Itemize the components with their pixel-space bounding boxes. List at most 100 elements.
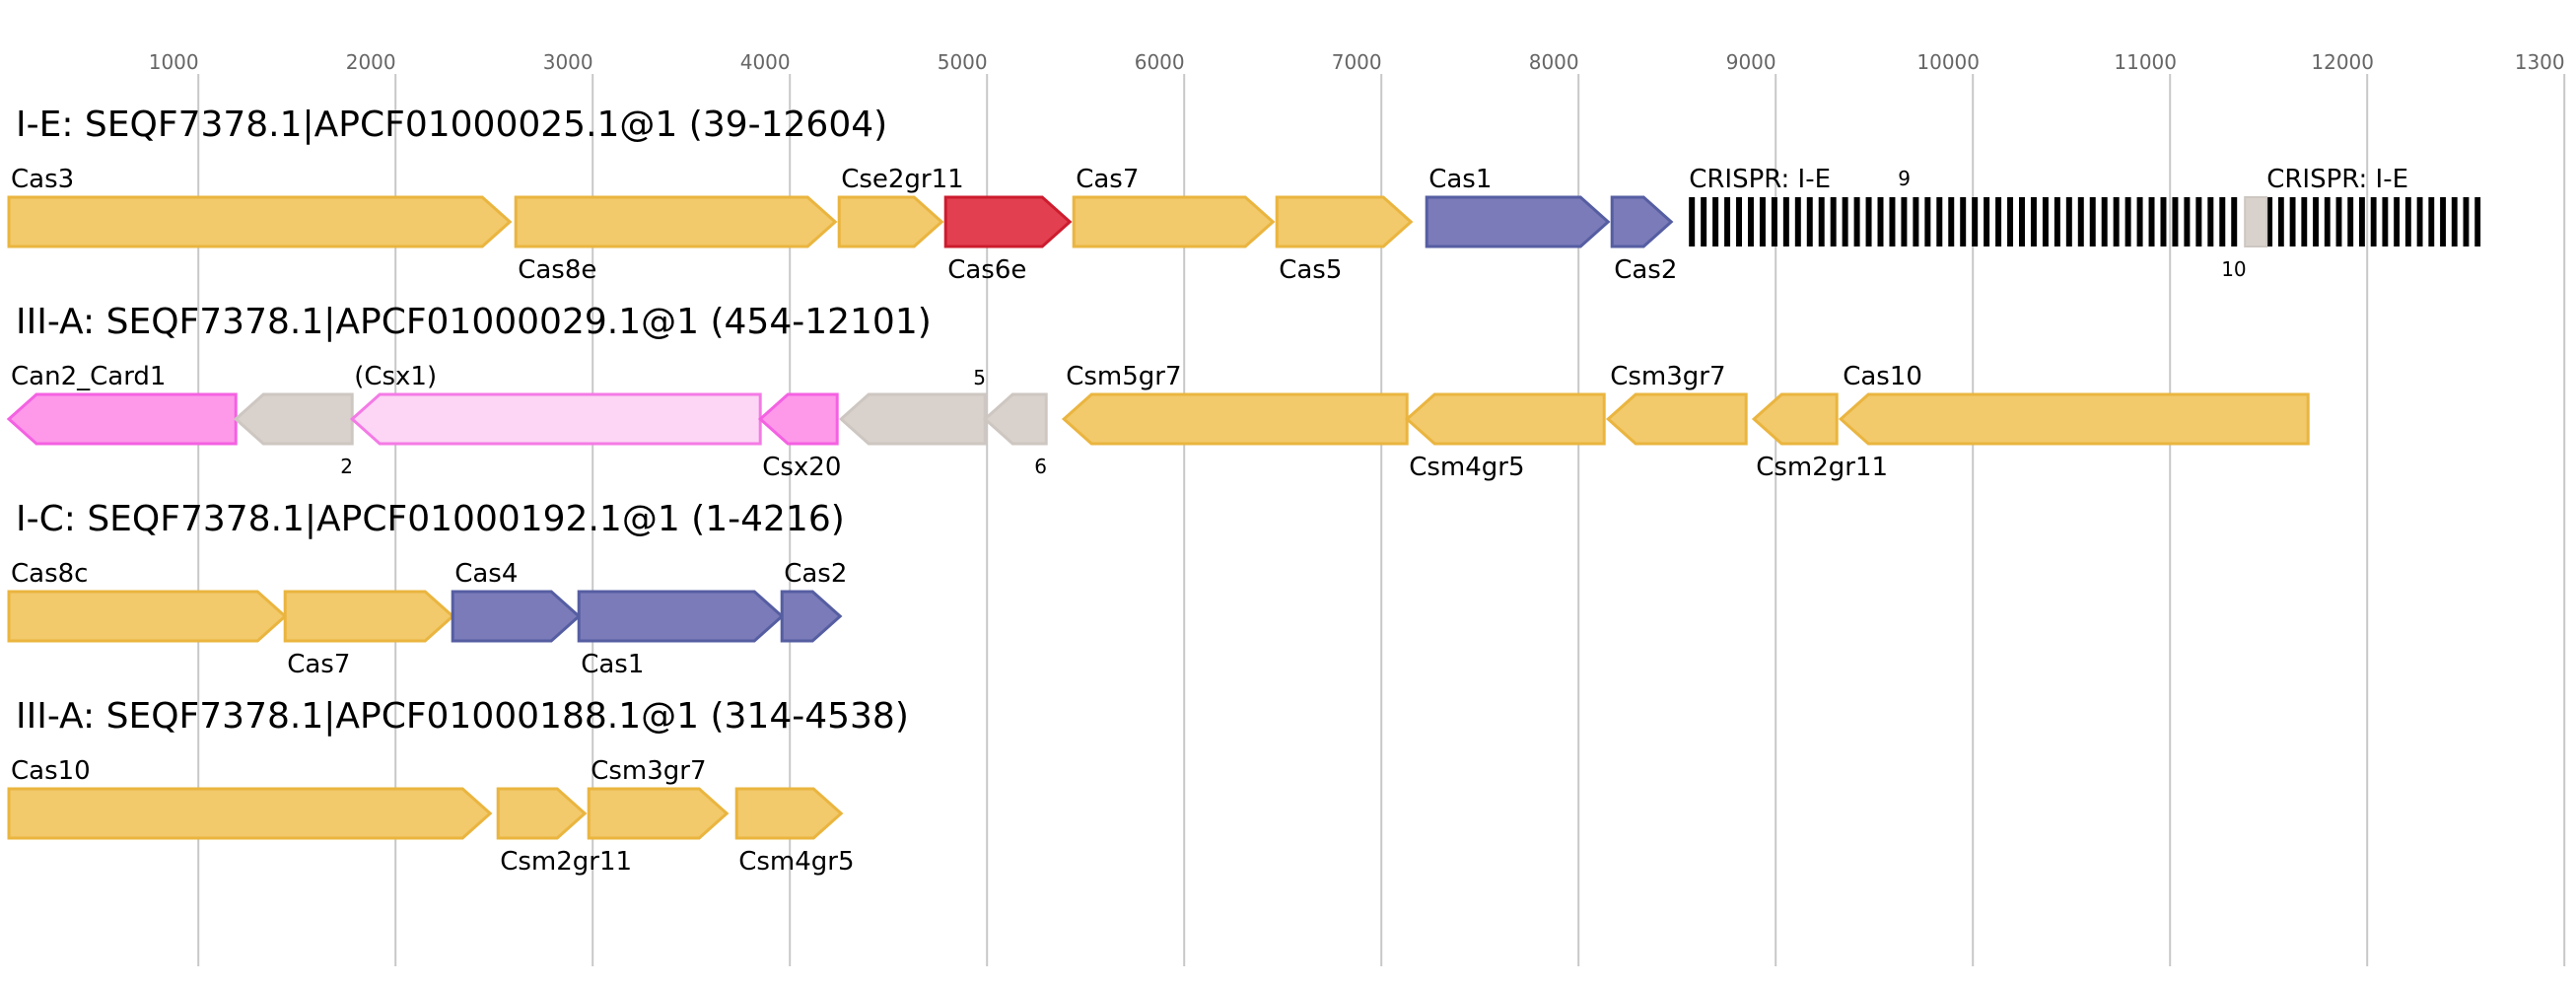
gene-arrow[interactable] [1751, 392, 1839, 446]
gene-arrow[interactable] [587, 787, 730, 840]
crispr-repeat [2042, 197, 2049, 246]
crispr-repeat [1936, 197, 1943, 246]
gene-label: Cas2 [1614, 255, 1677, 285]
crispr-repeat [1901, 197, 1908, 246]
gene-arrow[interactable] [780, 590, 843, 643]
track: III-A: SEQF7378.1|APCF01000188.1@1 (314-… [7, 696, 909, 877]
gene-label: Can2_Card1 [11, 362, 166, 391]
crispr-repeat [2019, 197, 2025, 246]
crispr-repeat [2065, 197, 2072, 246]
crispr-repeat [2030, 197, 2037, 246]
gene-label: 5 [973, 366, 986, 389]
gene-arrow[interactable] [577, 590, 785, 643]
crispr-repeat [2301, 197, 2308, 246]
crispr-repeat [1794, 197, 1801, 246]
axis-tick-label: 3000 [543, 50, 593, 74]
axis-tick-label: 6000 [1135, 50, 1185, 74]
crispr-repeat [2416, 197, 2423, 246]
gene-label: Cas8c [11, 559, 88, 589]
gene-arrow[interactable] [514, 195, 838, 248]
crispr-repeat [1853, 197, 1860, 246]
gene-arrow[interactable] [283, 590, 455, 643]
crispr-repeat [1924, 197, 1931, 246]
gene-label: Cas2 [784, 559, 847, 589]
axis-tick-label: 2000 [346, 50, 396, 74]
crispr-repeat [2172, 197, 2179, 246]
crispr-repeat [2136, 197, 2143, 246]
gene-arrow[interactable] [1404, 392, 1606, 446]
gene-label: Cas1 [581, 650, 644, 679]
crispr-repeat [2195, 197, 2202, 246]
gene-label: Cas6e [947, 255, 1026, 285]
gene-arrow[interactable] [7, 195, 513, 248]
gene-arrow[interactable] [757, 392, 839, 446]
gene-arrow[interactable] [349, 392, 762, 446]
gene-arrow[interactable] [6, 392, 238, 446]
crispr-repeat [2231, 197, 2238, 246]
gene-label: Cse2gr11 [841, 165, 964, 194]
track-title: I-E: SEQF7378.1|APCF01000025.1@1 (39-126… [16, 105, 887, 145]
crispr-repeat [1818, 197, 1825, 246]
gene-arrow[interactable] [1838, 392, 2310, 446]
crispr-repeat [2207, 197, 2214, 246]
feature-number-label: 10 [2221, 257, 2246, 281]
axis-tick-label: 4000 [740, 50, 791, 74]
gene-label: Cas1 [1428, 165, 1492, 194]
crispr-repeat [2347, 197, 2354, 246]
gene-arrow[interactable] [7, 787, 493, 840]
crispr-repeat [2077, 197, 2084, 246]
crispr-repeat [2474, 197, 2481, 246]
gene-arrow[interactable] [1425, 195, 1611, 248]
small-feature[interactable] [2244, 196, 2268, 247]
gene-arrow[interactable] [451, 590, 582, 643]
gene-arrow[interactable] [233, 392, 354, 446]
gene-arrow[interactable] [1072, 195, 1276, 248]
crispr-repeat [1984, 197, 1990, 246]
crispr-repeat [2382, 197, 2389, 246]
crispr-array[interactable] [2266, 197, 2481, 246]
gene-arrow[interactable] [1605, 392, 1748, 446]
gene-arrow[interactable] [1610, 195, 1674, 248]
axis-tick-label: 5000 [938, 50, 988, 74]
gene-arrow[interactable] [496, 787, 588, 840]
gene-arrow[interactable] [943, 195, 1073, 248]
gene-arrow[interactable] [7, 590, 288, 643]
gene-label: Csx20 [762, 453, 841, 482]
gene-arrow[interactable] [1275, 195, 1414, 248]
crispr-repeat [1948, 197, 1955, 246]
gene-arrow[interactable] [1061, 392, 1409, 446]
crispr-repeat [1689, 197, 1696, 246]
axis-tick-label: 1000 [149, 50, 199, 74]
gene-label: Cas5 [1279, 255, 1342, 285]
crispr-repeat [2089, 197, 2096, 246]
crispr-repeat [1759, 197, 1766, 246]
crispr-repeat [2335, 197, 2342, 246]
track-title: I-C: SEQF7378.1|APCF01000192.1@1 (1-4216… [16, 499, 845, 539]
tracks-container: I-E: SEQF7378.1|APCF01000025.1@1 (39-126… [6, 105, 2481, 877]
crispr-repeat [2113, 197, 2120, 246]
crispr-repeat [1712, 197, 1719, 246]
crispr-repeat [2101, 197, 2108, 246]
crispr-repeat [2184, 197, 2191, 246]
crispr-repeat [1877, 197, 1884, 246]
crispr-repeat [1736, 197, 1743, 246]
track: I-E: SEQF7378.1|APCF01000025.1@1 (39-126… [7, 105, 2481, 285]
gene-arrow[interactable] [734, 787, 844, 840]
track-title: III-A: SEQF7378.1|APCF01000029.1@1 (454-… [16, 302, 932, 342]
crispr-array[interactable] [1689, 197, 2238, 246]
crispr-label: CRISPR: I-E [2266, 165, 2408, 194]
gene-arrow[interactable] [837, 195, 944, 248]
crispr-repeat [1972, 197, 1979, 246]
crispr-repeat [1889, 197, 1896, 246]
crispr-repeat [1865, 197, 1872, 246]
gene-label: Cas8e [518, 255, 596, 285]
gene-arrow[interactable] [982, 392, 1048, 446]
crispr-repeat [1960, 197, 1967, 246]
gene-label: 2 [340, 455, 353, 478]
gene-arrow[interactable] [838, 392, 987, 446]
gene-label: Csm5gr7 [1066, 362, 1181, 391]
crispr-repeat [2266, 197, 2273, 246]
track: I-C: SEQF7378.1|APCF01000192.1@1 (1-4216… [7, 499, 847, 679]
gene-label: Cas3 [11, 165, 74, 194]
